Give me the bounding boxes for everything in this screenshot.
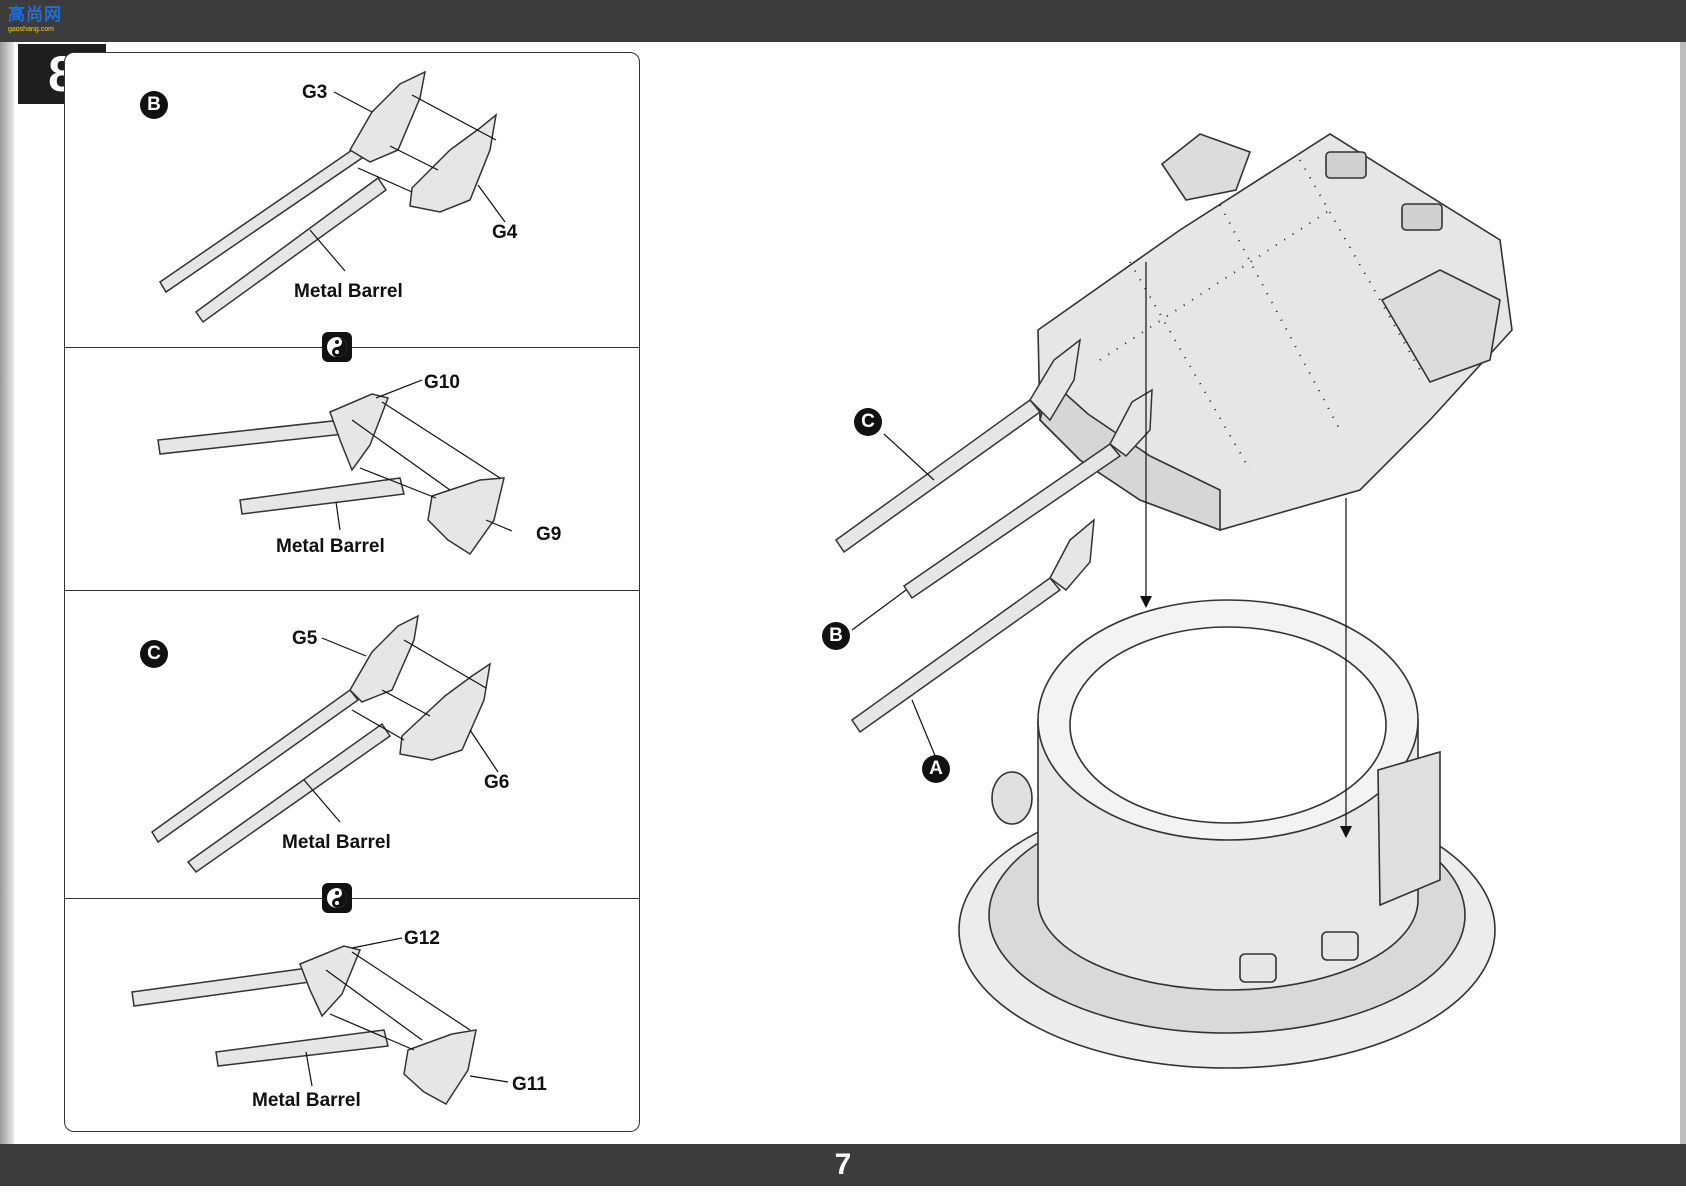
part-label-g11: G11 bbox=[512, 1074, 547, 1095]
gun-assembly-drawing-reverse-c bbox=[131, 937, 509, 1105]
gun-assembly-drawing-b bbox=[158, 70, 506, 324]
barrel-label: Metal Barrel bbox=[294, 281, 403, 302]
callout-b: B bbox=[140, 91, 168, 119]
logo-text: 高尚网 bbox=[8, 5, 62, 25]
gun-assembly-drawing-c bbox=[151, 614, 499, 874]
logo-url: gaoshang.com bbox=[8, 26, 54, 33]
callout-b: B bbox=[822, 622, 850, 650]
barrel-label: Metal Barrel bbox=[276, 536, 385, 557]
top-bar bbox=[0, 0, 1686, 42]
bottom-bar bbox=[0, 1144, 1686, 1186]
barrel-label: Metal Barrel bbox=[252, 1090, 361, 1111]
part-label-g4: G4 bbox=[492, 222, 518, 243]
part-label-g3: G3 bbox=[302, 82, 328, 103]
section-divider bbox=[64, 347, 640, 348]
page-edge bbox=[1680, 42, 1686, 1144]
callout-c: C bbox=[854, 408, 882, 436]
reverse-side-icon bbox=[322, 883, 352, 913]
barrel-label: Metal Barrel bbox=[282, 832, 391, 853]
site-logo: 高尚网 gaoshang.com bbox=[8, 4, 70, 38]
gun-assembly-drawing-reverse-b bbox=[157, 379, 513, 556]
reverse-side-icon bbox=[322, 332, 352, 362]
part-label-g6: G6 bbox=[484, 772, 510, 793]
callout-a: A bbox=[922, 755, 950, 783]
binding-edge bbox=[0, 42, 14, 1144]
part-label-g10: G10 bbox=[424, 372, 460, 393]
part-label-g12: G12 bbox=[404, 928, 440, 949]
page-number: 7 bbox=[834, 1148, 852, 1181]
turret-assembly-drawing bbox=[834, 133, 1513, 1069]
part-label-g9: G9 bbox=[536, 524, 562, 545]
section-divider bbox=[64, 898, 640, 899]
part-label-g5: G5 bbox=[292, 628, 318, 649]
section-divider bbox=[64, 590, 640, 591]
callout-c: C bbox=[140, 640, 168, 668]
